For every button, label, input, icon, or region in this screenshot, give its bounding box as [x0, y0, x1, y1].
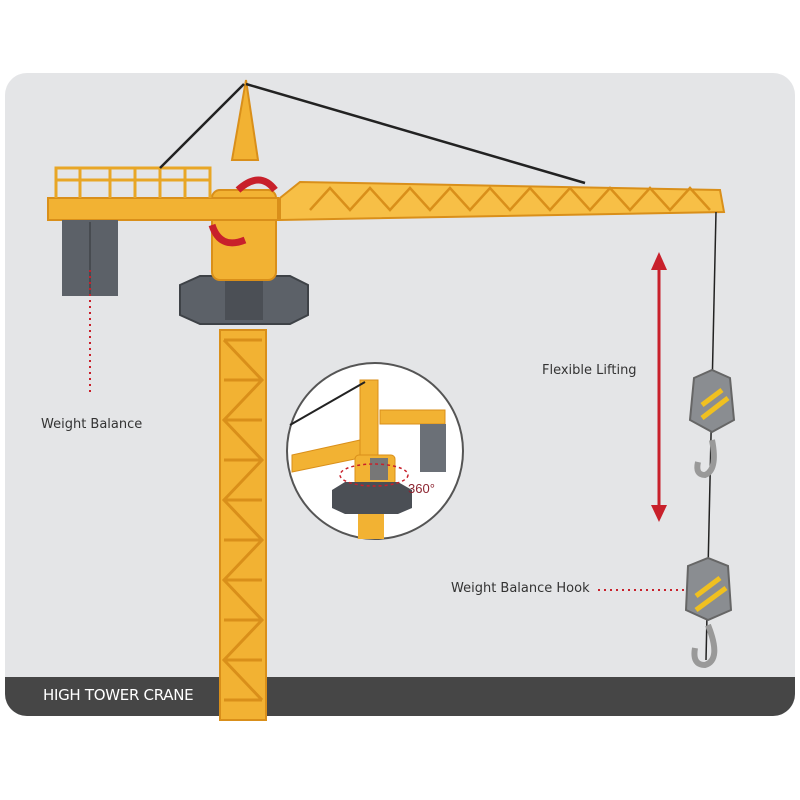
counterweight [62, 220, 118, 296]
weight-balance-hook-label: Weight Balance Hook [451, 581, 590, 596]
hook-upper-icon [688, 368, 736, 479]
tower-mast [219, 329, 267, 721]
title-band: HIGH TOWER CRANE [5, 677, 795, 716]
flexible-lifting-label: Flexible Lifting [542, 363, 637, 378]
rotation-label: 360° [408, 481, 435, 496]
tie-cables [159, 82, 586, 185]
jib [279, 180, 726, 222]
lifting-arrow-icon [651, 252, 667, 522]
rotation-arrows-icon [208, 176, 278, 247]
counter-jib [47, 166, 279, 221]
slewing-platform [179, 275, 309, 325]
weight-balance-label: Weight Balance [41, 417, 143, 432]
rotation-inset: 360° [286, 362, 464, 540]
banner-title: HIGH TOWER CRANE [43, 686, 194, 704]
hook-lower-icon [684, 556, 733, 669]
